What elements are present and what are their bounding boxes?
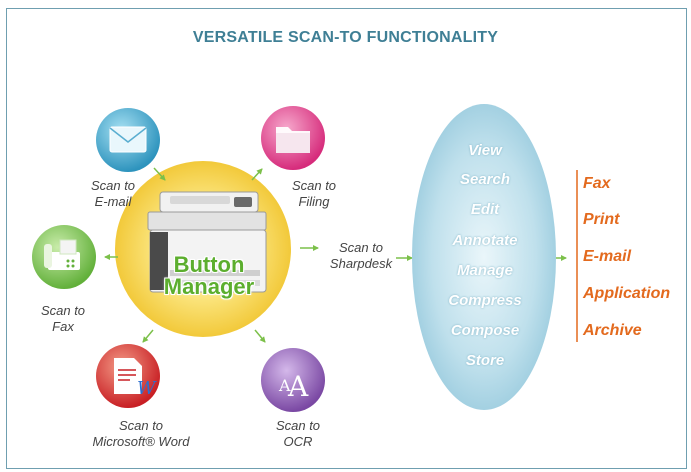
sharpdesk-function-compose: Compose <box>450 322 520 339</box>
svg-text:A: A <box>287 370 309 403</box>
folder-icon <box>261 106 325 170</box>
printer-icon <box>147 191 267 293</box>
diagram-title: VERSATILE SCAN-TO FUNCTIONALITY <box>192 29 499 46</box>
destination-fax: Fax <box>583 175 611 192</box>
button-manager-label-line2: Manager <box>163 274 255 299</box>
scan-to-sharpdesk-line1: Scan to <box>338 240 384 255</box>
scan-to-fax-line1: Scan to <box>40 303 86 318</box>
scan-to-sharpdesk-line2: Sharpdesk <box>329 256 393 271</box>
scan-to-sharpdesk-label: Scan to Sharpdesk <box>318 240 404 272</box>
fax-machine-icon <box>32 225 96 289</box>
envelope-icon <box>96 108 160 172</box>
scan-to-word-line1: Scan to <box>118 418 164 433</box>
scan-to-word-label: Scan to Microsoft® Word <box>76 418 206 450</box>
svg-text:W: W <box>137 378 157 399</box>
svg-text:A: A <box>278 376 291 395</box>
destination-archive: Archive <box>583 322 642 339</box>
sharpdesk-function-store: Store <box>465 352 505 369</box>
sharpdesk-function-search: Search <box>459 171 511 188</box>
word-document-icon: W <box>96 344 160 408</box>
scan-to-email-line2: E-mail <box>94 194 132 209</box>
scan-to-email-label: Scan to E-mail <box>72 178 154 210</box>
sharpdesk-oval <box>412 104 556 410</box>
sharpdesk-function-annotate: Annotate <box>452 232 518 249</box>
button-manager-label-line1: Button <box>173 252 245 277</box>
scan-to-filing-line1: Scan to <box>291 178 337 193</box>
scan-to-ocr-line1: Scan to <box>275 418 321 433</box>
sharpdesk-function-view: View <box>468 142 502 159</box>
scan-to-filing-line2: Filing <box>298 194 330 209</box>
sharpdesk-function-manage: Manage <box>457 262 513 279</box>
destination-print: Print <box>583 211 620 228</box>
sharpdesk-function-edit: Edit <box>470 201 500 218</box>
scan-to-email-line1: Scan to <box>90 178 136 193</box>
destination-application: Application <box>583 285 671 302</box>
ocr-letters-icon: A A <box>261 348 325 412</box>
scan-to-filing-label: Scan to Filing <box>282 178 346 210</box>
destination-email: E-mail <box>583 248 632 265</box>
scan-to-word-line2: Microsoft® Word <box>92 434 190 449</box>
scan-to-fax-line2: Fax <box>52 319 74 334</box>
scan-to-ocr-label: Scan to OCR <box>270 418 326 450</box>
scan-to-ocr-line2: OCR <box>283 434 313 449</box>
scan-to-fax-label: Scan to Fax <box>28 303 98 335</box>
sharpdesk-function-compress: Compress <box>448 292 522 309</box>
